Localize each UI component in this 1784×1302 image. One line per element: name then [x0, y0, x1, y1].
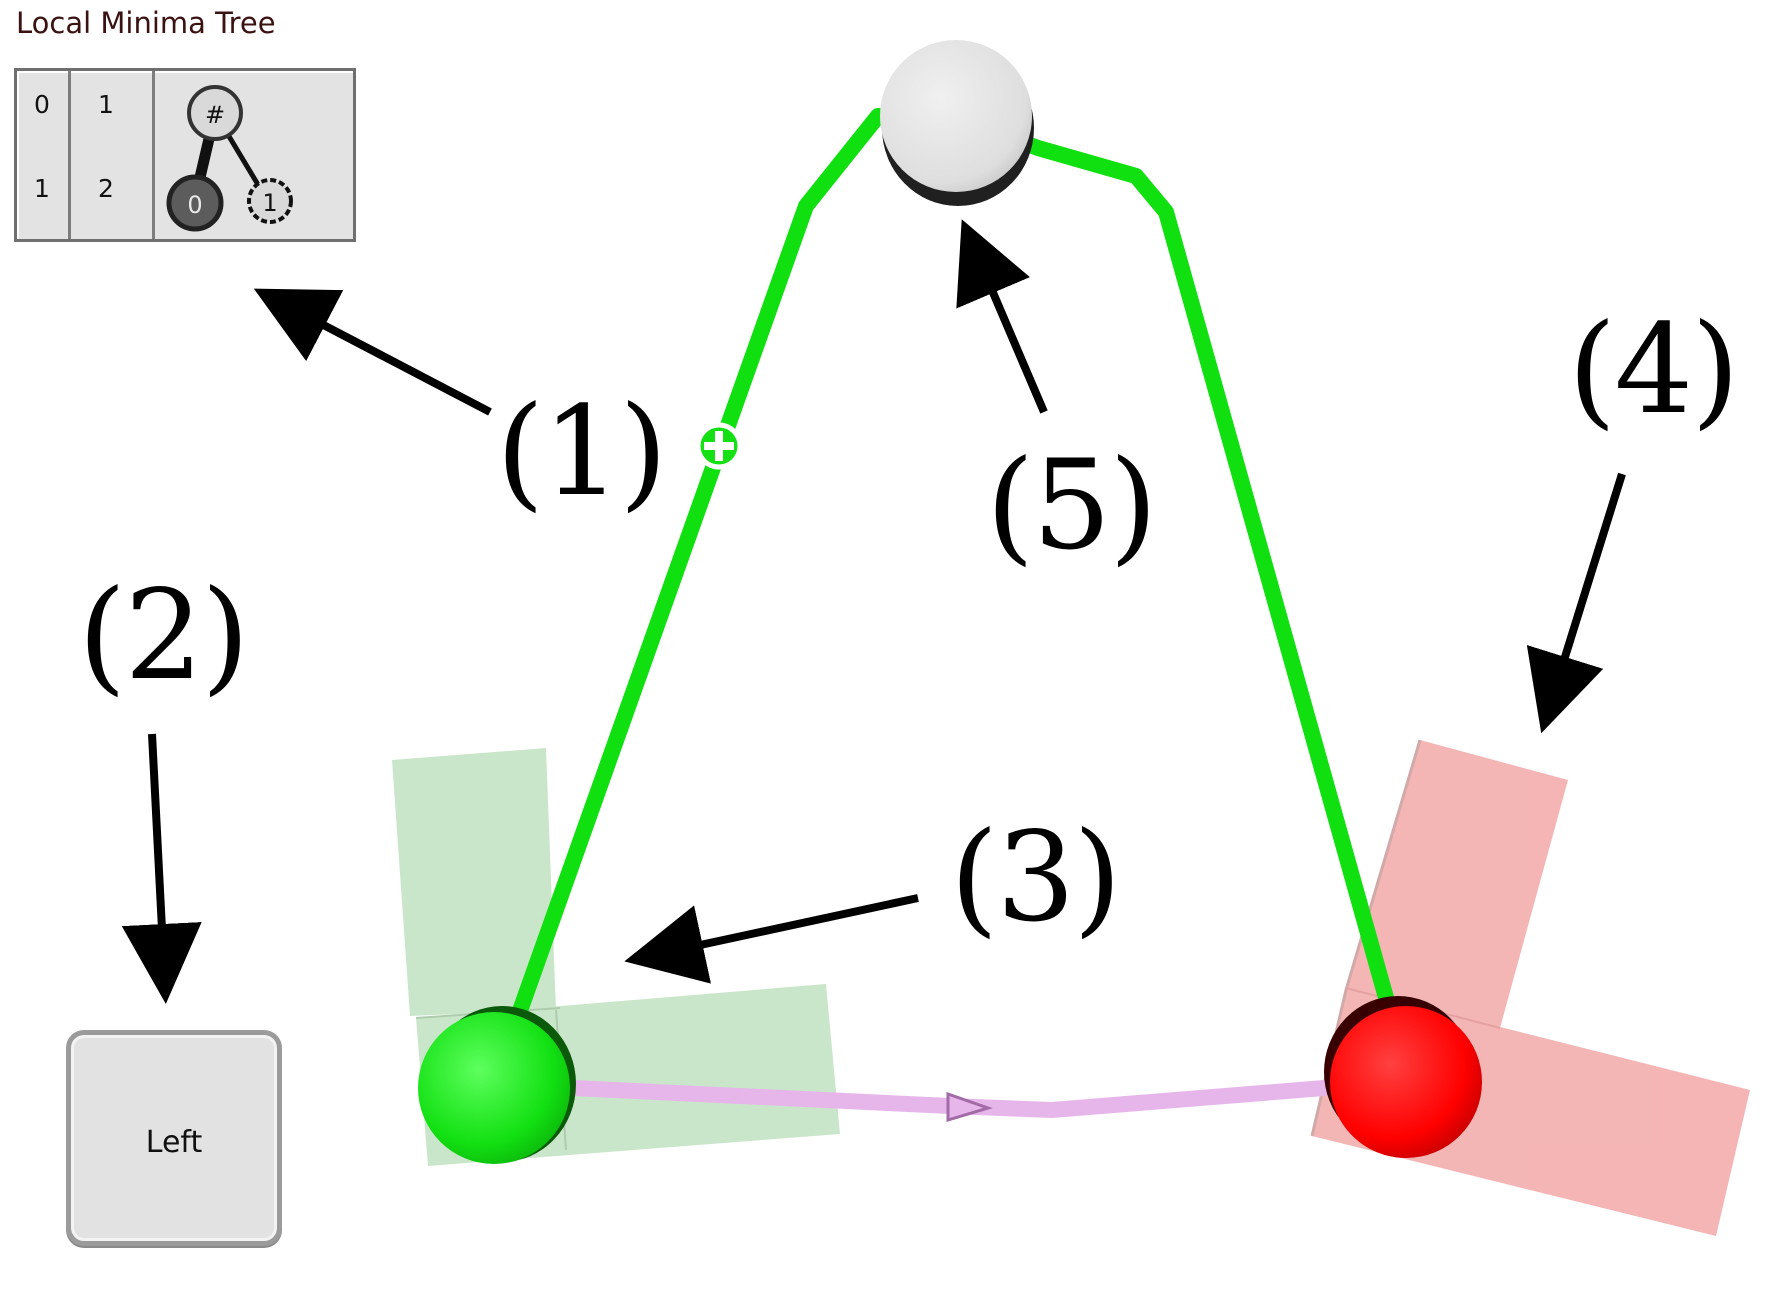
- tree-cell: 1: [98, 90, 114, 119]
- arrow-to-goal-shape: [1526, 472, 1626, 734]
- direct-trajectory-arrow: [564, 1080, 1332, 1123]
- tree-column-0: 0 1: [17, 71, 71, 239]
- waypoint-circle-icon[interactable]: [880, 40, 1034, 206]
- tree-node-0[interactable]: 0: [166, 174, 224, 232]
- arrow-to-waypoint: [956, 219, 1048, 414]
- arrow-to-start-shape: [624, 894, 919, 984]
- arrow-to-left-key: [121, 733, 202, 1004]
- tree-node-1-label: 1: [262, 189, 277, 217]
- goal-circle-icon[interactable]: [1324, 996, 1482, 1158]
- tree-cell: 2: [98, 174, 114, 203]
- callout-label-4: (4): [1568, 298, 1740, 442]
- plus-circle-icon[interactable]: [695, 422, 743, 470]
- panel-title: Local Minima Tree: [16, 6, 276, 40]
- left-key-button[interactable]: Left: [66, 1030, 282, 1246]
- callout-label-5: (5): [986, 434, 1158, 578]
- tree-node-0-label: 0: [187, 191, 202, 219]
- tree-cell: 1: [34, 174, 50, 203]
- start-circle-icon[interactable]: [418, 1006, 576, 1164]
- local-minima-tree-panel[interactable]: 0 1 1 2 # 0 1: [14, 68, 356, 242]
- tree-node-1[interactable]: 1: [247, 178, 293, 224]
- tree-cell: 0: [34, 90, 50, 119]
- callout-label-1: (1): [496, 380, 668, 524]
- callout-label-3: (3): [950, 806, 1122, 950]
- left-key-label: Left: [145, 1125, 203, 1160]
- tree-node-root[interactable]: #: [187, 85, 243, 141]
- arrow-to-tree: [253, 288, 492, 416]
- callout-label-2: (2): [78, 564, 250, 708]
- tree-column-1: 1 2: [71, 71, 155, 239]
- annotation-arrows: [121, 219, 1626, 1004]
- tree-node-root-label: #: [205, 101, 225, 129]
- tree-graph: # 0 1: [166, 85, 293, 232]
